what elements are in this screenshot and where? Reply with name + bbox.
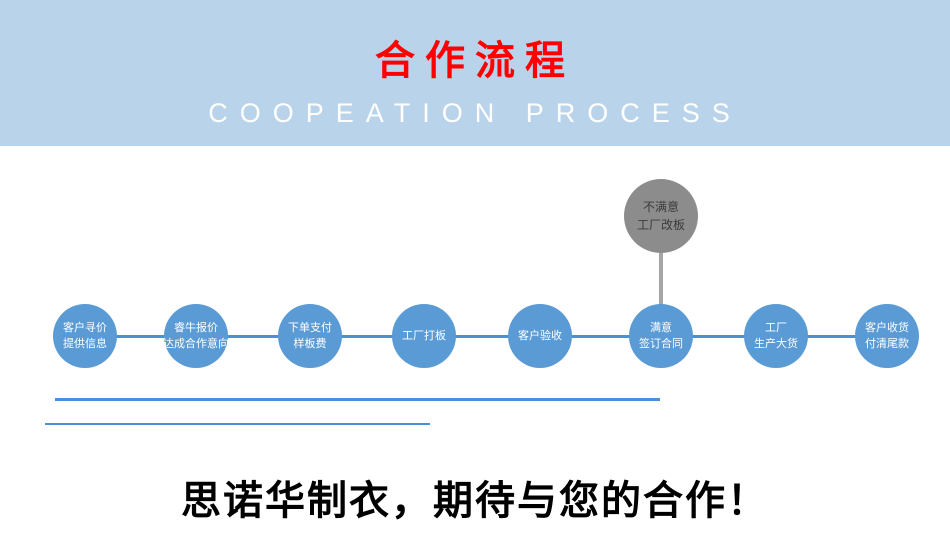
flow-node-inquiry: 客户寻价 提供信息 [53,304,117,368]
flow-node-label: 提供信息 [63,338,107,350]
flow-node-rework-line1: 不满意 [642,200,679,214]
decorative-underline-long [55,398,660,401]
flow-node-quote: 睿牛报价 达成合作意向 [163,304,229,368]
flow-node-label: 生产大货 [754,338,798,350]
flow-node-label: 下单支付 [288,322,332,334]
flow-node-label: 样板费 [293,338,327,350]
flow-node-order-pay: 下单支付 样板费 [278,304,342,368]
flow-node-delivery: 客户收货 付清尾款 [855,304,919,368]
page-title: 合作流程 [375,39,575,83]
flow-node-label: 工厂 [765,322,787,334]
flow-node-production: 工厂 生产大货 [744,304,808,368]
flow-node-rework: 不满意 工厂改板 [624,179,698,253]
flow-node-acceptance: 客户验收 [508,304,572,368]
footer-slogan: 思诺华制衣，期待与您的合作！ [181,479,769,523]
flow-node-label: 客户验收 [518,330,562,342]
flow-node-label: 签订合同 [639,338,683,350]
flow-node-sample: 工厂打板 [392,304,456,368]
flow-node-label: 付清尾款 [865,338,909,350]
page-subtitle: COOPEATION PROCESS [208,98,742,128]
flow-diagram: 不满意 工厂改板 客户寻价 提供信息 睿牛报价 达成合作意向 下单支付 样板费 … [0,146,950,446]
flow-node-contract: 满意 签订合同 [629,304,693,368]
flow-node-label: 满意 [650,322,672,334]
header-banner: 合作流程 COOPEATION PROCESS [0,0,950,146]
flow-node-label: 达成合作意向 [163,338,229,350]
flow-node-label: 客户收货 [865,322,909,334]
horizontal-connector-line [85,335,887,338]
decorative-underline-short [45,423,430,425]
flow-node-label: 工厂打板 [402,330,446,342]
flow-node-label: 客户寻价 [63,322,107,334]
flow-node-rework-line2: 工厂改板 [636,218,685,232]
flow-node-label: 睿牛报价 [174,322,218,334]
vertical-connector-line [659,253,663,305]
